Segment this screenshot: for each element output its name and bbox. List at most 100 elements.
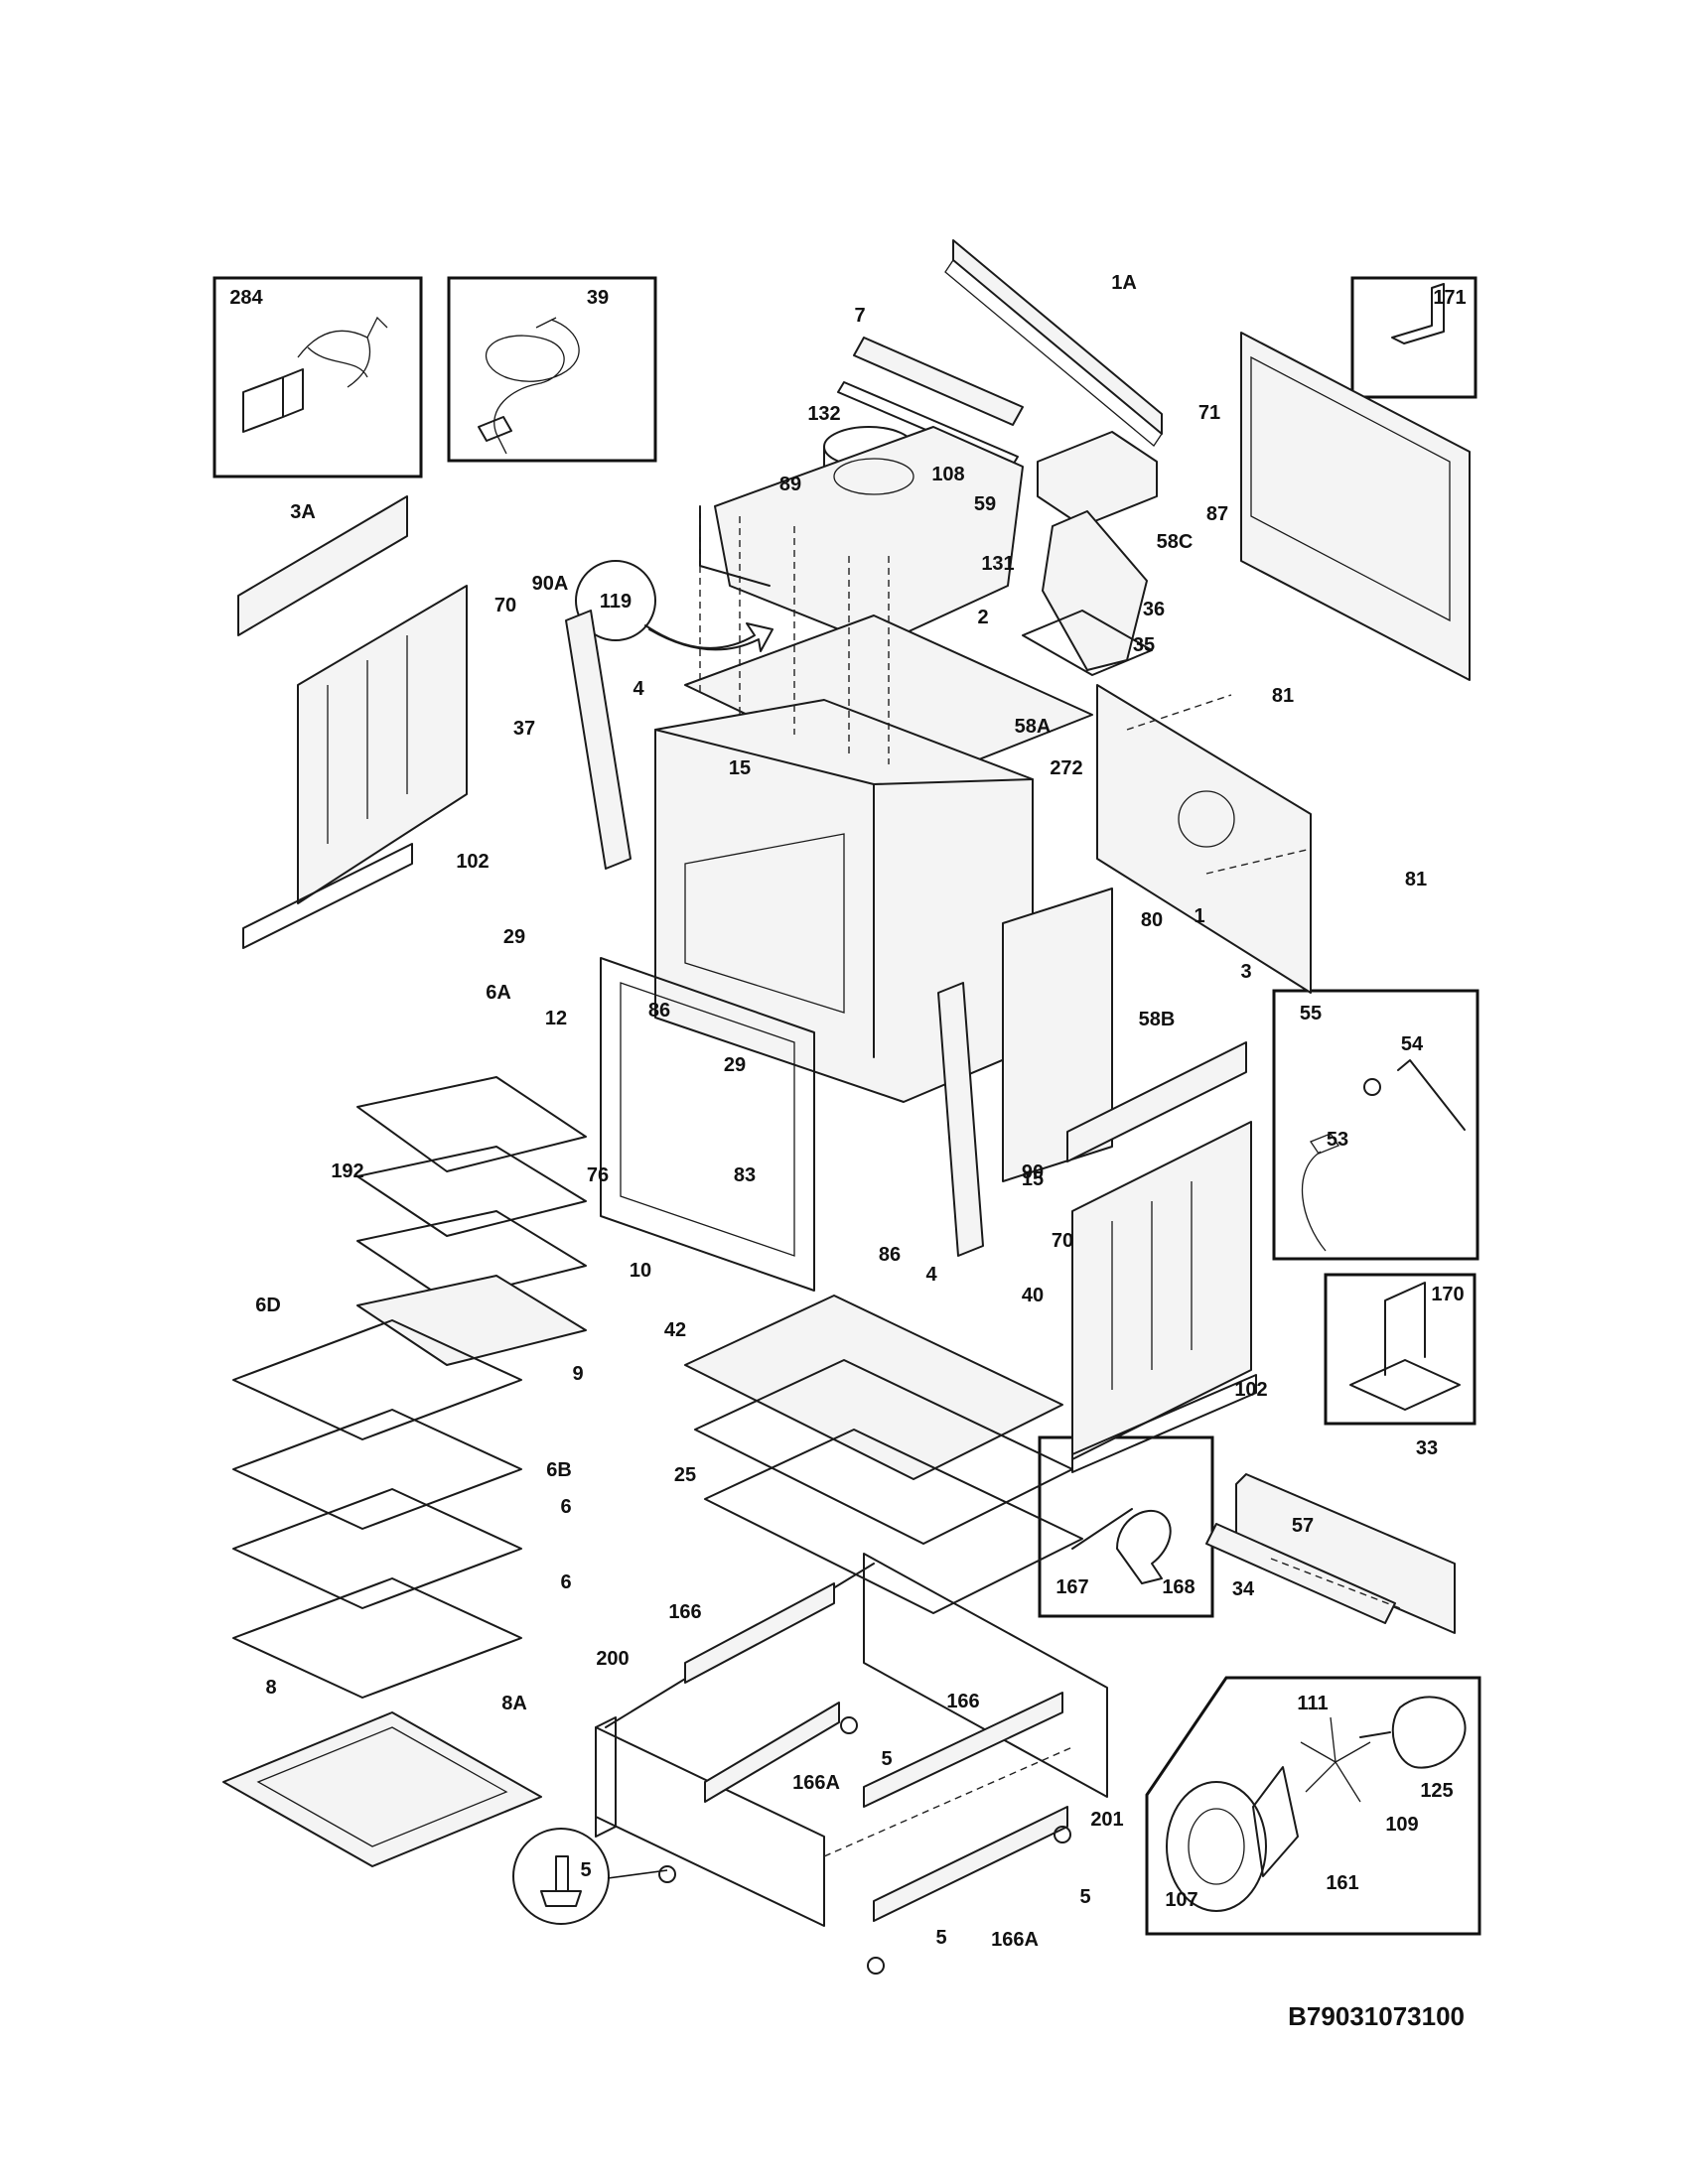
part-label-p12: 12 <box>545 1008 567 1029</box>
blower-housing-59-131 <box>699 426 1024 646</box>
oven-racks-left <box>232 1076 587 1699</box>
part-label-p89: 89 <box>779 474 801 495</box>
part-label-p166Ab: 166A <box>991 1929 1039 1951</box>
part-label-p102a: 102 <box>456 851 489 873</box>
leveling-legs <box>658 1716 1071 1975</box>
part-label-p5b: 5 <box>881 1748 892 1770</box>
inset-box-door-hinge <box>1038 1435 1214 1618</box>
part-label-p7: 7 <box>854 305 865 327</box>
leveling-leg-callout <box>512 1828 668 1925</box>
part-label-p201: 201 <box>1090 1809 1123 1831</box>
part-label-p76: 76 <box>587 1164 609 1186</box>
part-label-p37: 37 <box>513 718 535 740</box>
duct-58C-36-35 <box>1022 431 1158 676</box>
inset-box-bracket-171 <box>1350 276 1477 399</box>
part-label-p107: 107 <box>1165 1889 1197 1911</box>
part-label-p15a: 15 <box>729 757 751 779</box>
part-label-p111: 111 <box>1297 1693 1328 1714</box>
part-label-p29a: 29 <box>503 926 525 948</box>
part-label-p1A: 1A <box>1111 272 1137 294</box>
part-label-p34: 34 <box>1232 1578 1255 1600</box>
side-strip-90A <box>565 610 632 870</box>
part-label-p80: 80 <box>1141 909 1163 931</box>
part-label-p15b: 15 <box>1022 1168 1044 1190</box>
part-label-p71: 71 <box>1198 402 1220 424</box>
part-label-p36: 36 <box>1143 599 1165 620</box>
part-label-p87: 87 <box>1206 503 1228 525</box>
part-label-p39: 39 <box>587 287 609 309</box>
part-label-p170: 170 <box>1431 1284 1464 1305</box>
part-label-p40: 40 <box>1022 1285 1044 1306</box>
rear-panel-71 <box>1240 332 1471 681</box>
part-label-p9: 9 <box>572 1363 583 1385</box>
side-panel-3-70 <box>1066 1041 1252 1460</box>
part-label-p1: 1 <box>1194 905 1204 927</box>
part-label-p42: 42 <box>664 1319 686 1341</box>
bottom-front-33-34-57 <box>1205 1473 1456 1634</box>
part-label-p6D: 6D <box>255 1295 281 1316</box>
part-label-p6a: 6 <box>560 1496 571 1518</box>
part-label-p86a: 86 <box>648 1000 670 1022</box>
part-label-p272: 272 <box>1050 757 1082 779</box>
part-label-p168: 168 <box>1162 1576 1195 1598</box>
part-label-p171: 171 <box>1433 287 1466 309</box>
part-label-p166b: 166 <box>946 1691 979 1712</box>
part-label-p5a: 5 <box>580 1859 591 1881</box>
door-frame-76-83 <box>600 957 815 1292</box>
part-label-p83: 83 <box>734 1164 756 1186</box>
part-label-p86b: 86 <box>879 1244 901 1266</box>
part-label-p57: 57 <box>1292 1515 1314 1537</box>
inset-box-bracket-170 <box>1324 1273 1477 1426</box>
part-label-p2: 2 <box>977 607 988 628</box>
part-label-p35: 35 <box>1133 634 1155 656</box>
part-label-p192: 192 <box>331 1160 363 1182</box>
oven-cavity-58A <box>654 699 1034 1103</box>
part-label-p132: 132 <box>807 403 840 425</box>
part-label-p53: 53 <box>1327 1129 1348 1151</box>
side-strip-90 <box>937 982 984 1257</box>
part-label-p3A: 3A <box>290 501 316 523</box>
part-label-p4a: 4 <box>633 678 644 700</box>
part-label-p125: 125 <box>1420 1780 1453 1802</box>
part-label-p33: 33 <box>1416 1437 1438 1459</box>
part-label-p8: 8 <box>265 1677 276 1699</box>
part-label-p131: 131 <box>981 553 1014 575</box>
part-label-p58B: 58B <box>1139 1009 1176 1030</box>
part-label-p58A: 58A <box>1015 716 1052 738</box>
drip-pan-8 <box>222 1711 542 1867</box>
rear-wall-1 <box>1096 684 1312 994</box>
assembly-lines <box>699 506 1401 1857</box>
part-label-p6b: 6 <box>560 1571 571 1593</box>
inset-box-temperature-probe <box>1272 989 1479 1261</box>
part-label-p167: 167 <box>1055 1576 1088 1598</box>
part-label-p3: 3 <box>1240 961 1251 983</box>
part-label-p81a: 81 <box>1272 685 1294 707</box>
rail-102-left <box>242 843 413 949</box>
insulation-58B <box>1002 887 1113 1182</box>
drawer-slides-166-166A <box>684 1582 1068 1922</box>
part-label-p59: 59 <box>974 493 996 515</box>
part-label-p284: 284 <box>229 287 263 309</box>
part-label-p166Aa: 166A <box>792 1772 840 1794</box>
part-label-p29b: 29 <box>724 1054 746 1076</box>
part-label-p119: 119 <box>600 591 632 613</box>
part-label-p5d: 5 <box>935 1927 946 1949</box>
part-label-p55: 55 <box>1300 1003 1322 1024</box>
inset-box-wiring-harness <box>212 276 423 478</box>
part-label-p81b: 81 <box>1405 869 1427 890</box>
part-label-p4b: 4 <box>925 1264 937 1286</box>
part-label-p102b: 102 <box>1234 1379 1267 1401</box>
part-label-p8A: 8A <box>501 1693 527 1714</box>
top-frame-1A <box>944 239 1163 447</box>
part-label-p6B: 6B <box>546 1459 572 1481</box>
side-panel-3A-70 <box>237 495 468 904</box>
part-label-p6A: 6A <box>486 982 511 1004</box>
diagram-code: B79031073100 <box>1288 2001 1465 2031</box>
part-label-p108: 108 <box>931 464 964 485</box>
part-label-p166a: 166 <box>668 1601 701 1623</box>
part-label-p58C: 58C <box>1157 531 1194 553</box>
part-label-p109: 109 <box>1385 1814 1418 1836</box>
inset-box-power-cord <box>447 276 657 463</box>
part-label-p70a: 70 <box>494 595 516 616</box>
